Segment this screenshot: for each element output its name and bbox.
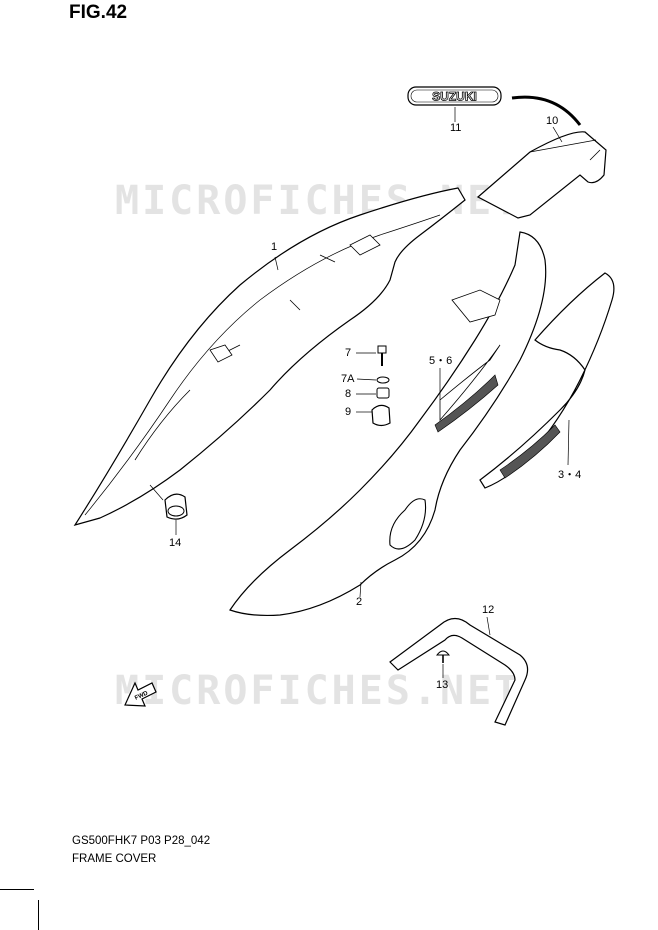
watermark-bottom: MICROFICHES.NET <box>115 668 522 714</box>
cushion-part-14 <box>149 484 188 535</box>
callout-13: 13 <box>436 679 449 691</box>
frame-cover-part-1 <box>73 187 466 527</box>
callout-14: 14 <box>169 537 182 549</box>
side-cover-part-3-4 <box>479 272 615 489</box>
fwd-label: FWD <box>134 690 150 701</box>
callout-12: 12 <box>482 604 495 616</box>
screw-part-13 <box>435 650 451 678</box>
section-name: FRAME COVER <box>72 853 157 865</box>
emblem-text: SUZUKI <box>432 90 477 104</box>
bracket-part-12 <box>389 616 529 726</box>
fwd-arrow-icon: FWD <box>124 681 157 707</box>
callout-7: 7 <box>345 347 352 359</box>
figure-title: FIG.42 <box>69 2 128 23</box>
callout-3-4: 3・4 <box>558 469 582 481</box>
callout-9: 9 <box>345 406 352 418</box>
page-edge-mark <box>38 900 39 930</box>
callout-11: 11 <box>450 122 462 134</box>
callout-2: 2 <box>356 596 363 608</box>
callout-8: 8 <box>345 388 352 400</box>
page-edge-line <box>0 889 34 890</box>
callout-5-6: 5・6 <box>429 355 453 367</box>
side-cover-part-2 <box>229 231 547 617</box>
callout-1: 1 <box>271 241 278 253</box>
tail-cover-part-10 <box>476 126 607 219</box>
emblem-part-11: SUZUKI <box>407 86 582 126</box>
hardware-parts-7-9 <box>356 345 391 427</box>
callout-7a: 7A <box>341 373 355 385</box>
callout-10: 10 <box>546 115 559 127</box>
model-code: GS500FHK7 P03 P28_042 <box>72 835 211 847</box>
